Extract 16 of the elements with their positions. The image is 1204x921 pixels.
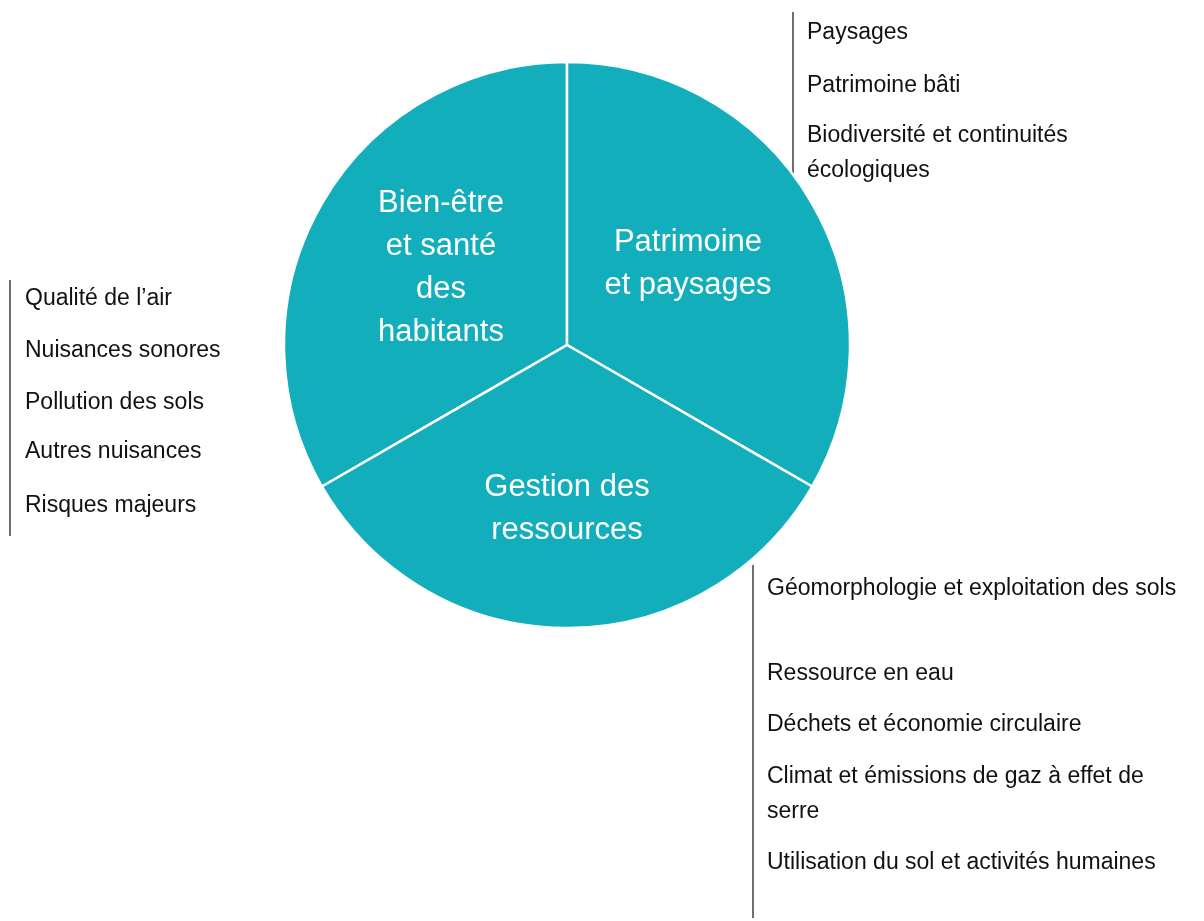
list-item: Patrimoine bâti: [807, 70, 961, 99]
list-item: Qualité de l’air: [25, 283, 173, 312]
list-item: Pollution des sols: [25, 387, 204, 416]
sector-title: Gestion des ressources: [483, 467, 651, 548]
list-item: Climat et émissions de gaz à effet de serre: [767, 761, 1145, 825]
list-item: Autres nuisances: [25, 436, 202, 465]
list-item: Paysages: [807, 17, 908, 46]
list-item: Ressource en eau: [767, 658, 954, 687]
list-item: Risques majeurs: [25, 490, 197, 519]
sector-title: Patrimoine et paysages: [603, 222, 773, 303]
sector-title: Bien-être et santé des habitants: [377, 183, 505, 350]
list-item: Biodiversité et continuités écologiques: [807, 120, 1069, 184]
list-item: Nuisances sonores: [25, 335, 221, 364]
list-item: Déchets et économie circulaire: [767, 709, 1082, 738]
list-item: Utilisation du sol et activités humaines: [767, 847, 1156, 876]
list-item: Géomorphologie et exploitation des sols: [767, 573, 1177, 602]
